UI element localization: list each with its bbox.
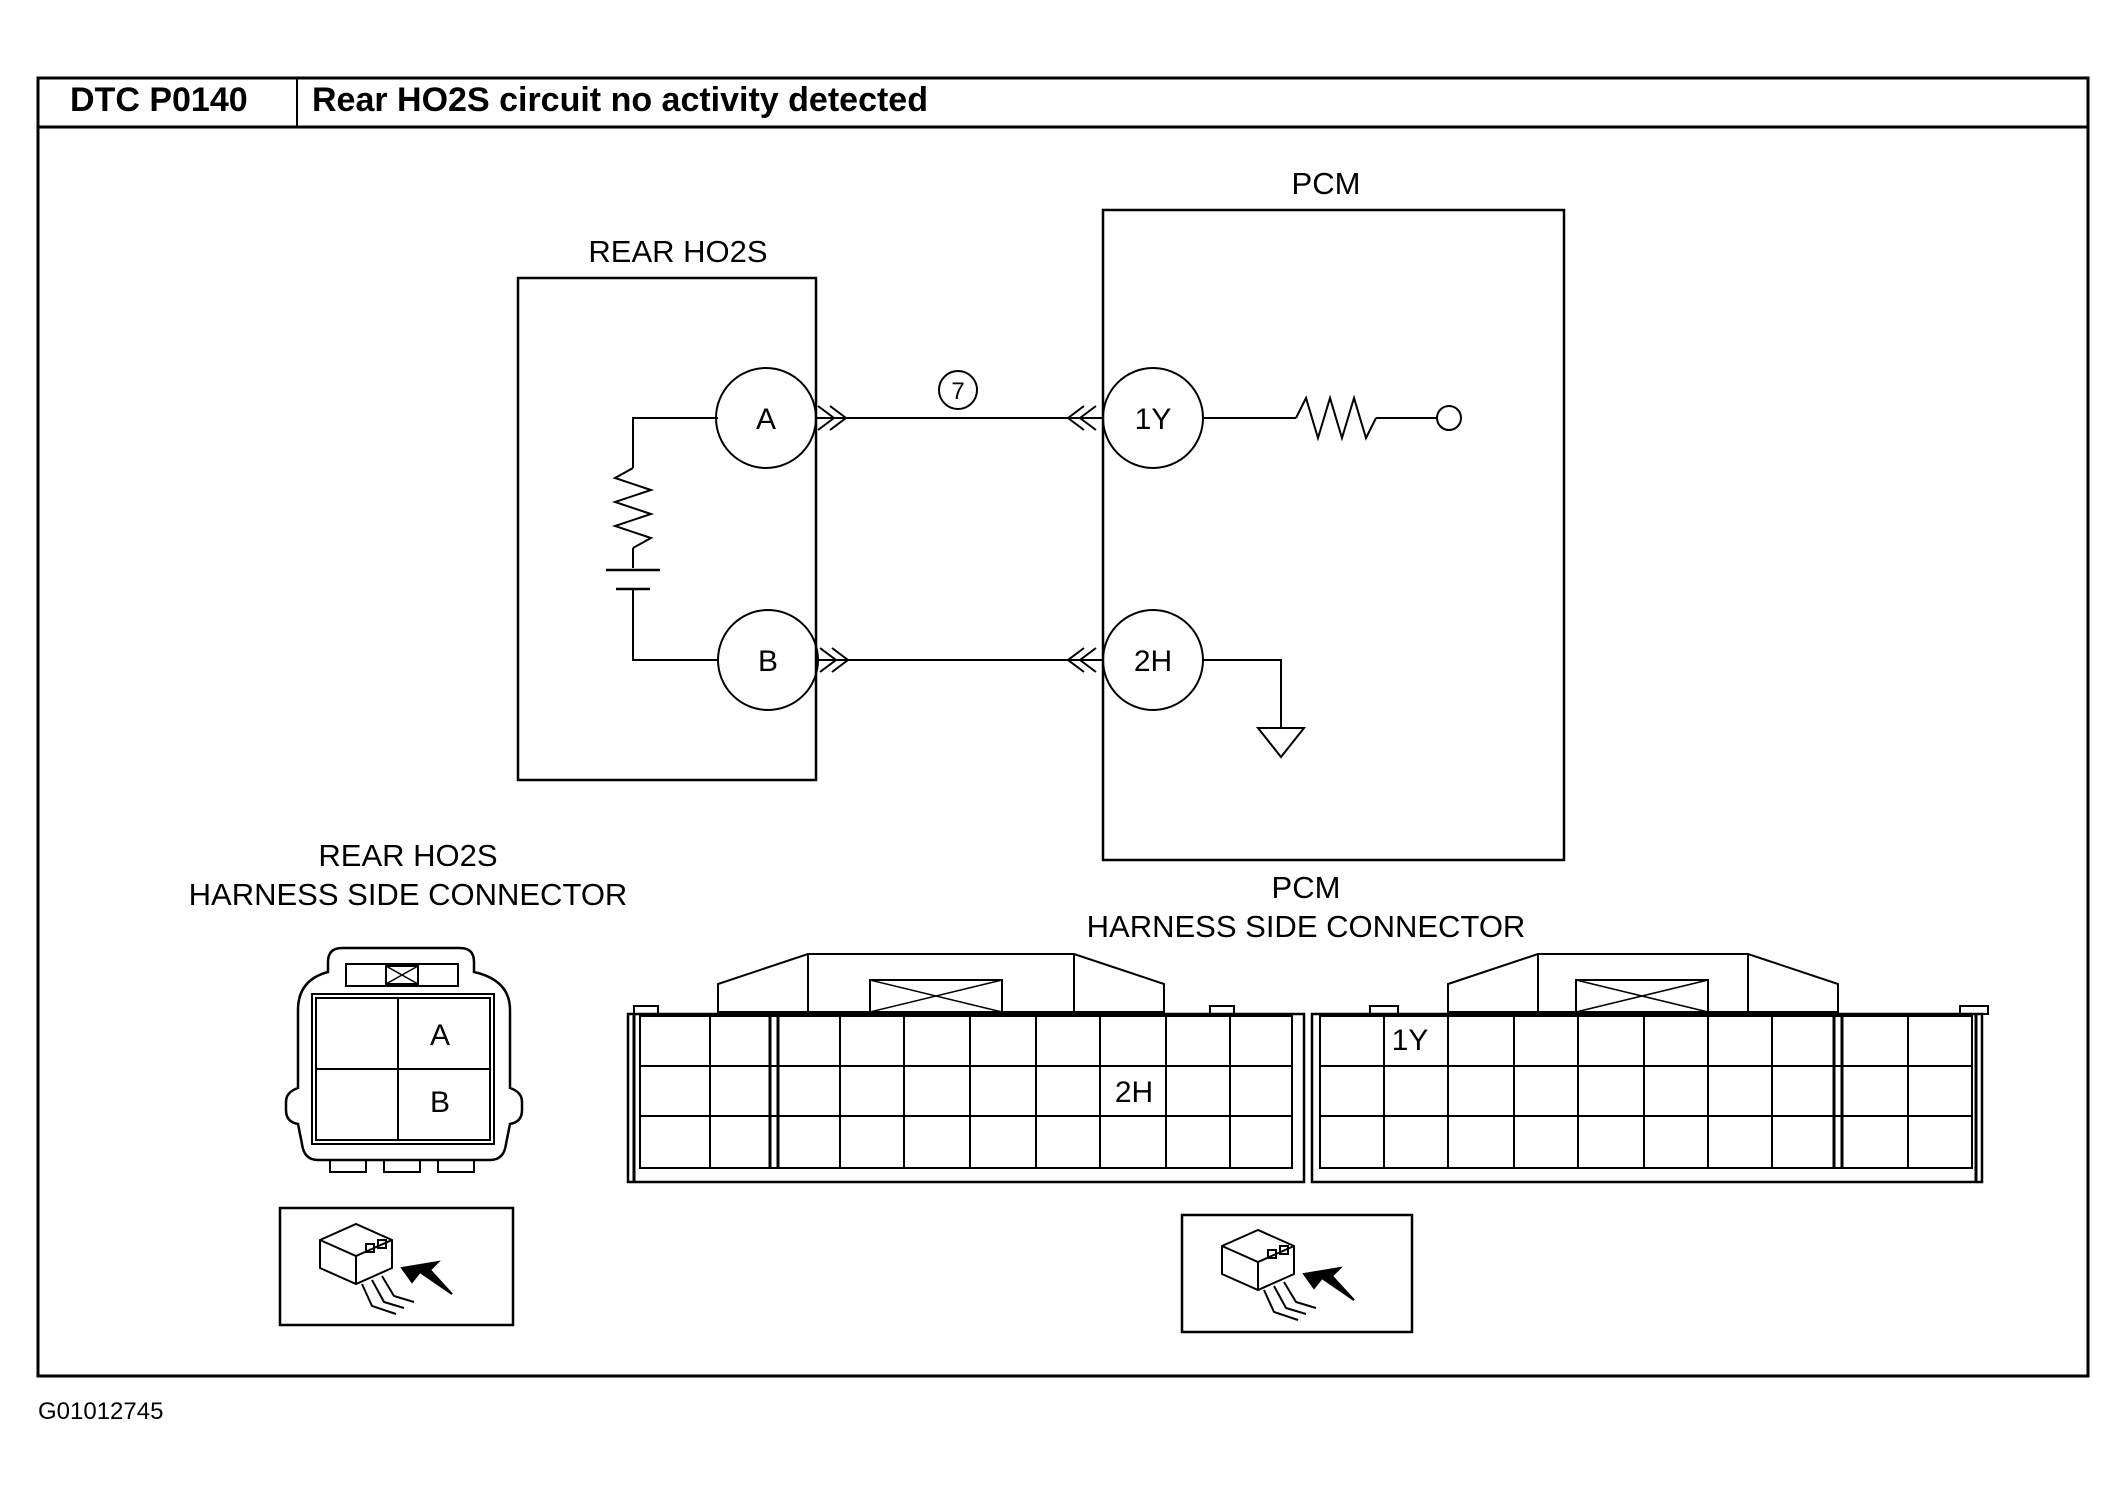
- ground-icon: [1255, 727, 1307, 759]
- wire-b-2h: [818, 647, 1104, 673]
- diagram-frame: [36, 76, 2090, 1378]
- pcm-connector-title-2: HARNESS SIDE CONNECTOR: [1087, 909, 1526, 944]
- pcm-pin-2h-label: 2H: [1134, 645, 1172, 678]
- sensor-connector-title-1: REAR HO2S: [318, 838, 497, 873]
- pcm-connector-pin-2h: 2H: [1115, 1076, 1153, 1109]
- pcm-label: PCM: [1292, 166, 1361, 201]
- pcm-view-icon-box: [1180, 1213, 1414, 1334]
- pcm-pin-1y-label: 1Y: [1135, 403, 1172, 436]
- sensor-connector-title-2: HARNESS SIDE CONNECTOR: [189, 877, 628, 912]
- pin-grid-right: [1319, 1015, 1973, 1169]
- pin-grid: [639, 1015, 1293, 1169]
- figure-id: G01012745: [38, 1398, 163, 1425]
- pcm-connector-left-block: [626, 953, 1306, 1184]
- wire-number: 7: [951, 378, 964, 405]
- resistor-icon: [611, 467, 655, 549]
- pcm-connector-title-1: PCM: [1272, 870, 1341, 905]
- pcm-connector-right-block: [1310, 953, 1989, 1184]
- sensor-connector-pin-b: B: [430, 1086, 450, 1119]
- terminal-icon: [1436, 405, 1462, 431]
- sensor-pin-b-label: B: [758, 645, 778, 678]
- sensor-internal-circuit: [606, 417, 718, 661]
- pcm-connector-view-direction-icon: [1221, 1228, 1355, 1321]
- pcm-resistor-icon: [1295, 394, 1377, 442]
- dtc-code: DTC P0140: [70, 81, 248, 119]
- sensor-connector-face: [284, 946, 524, 1173]
- wire-number-badge: [938, 370, 978, 410]
- sensor-connector-pin-a: A: [430, 1019, 450, 1052]
- wire-a-1y: [816, 405, 1104, 431]
- connector-view-direction-icon: [319, 1222, 453, 1315]
- pcm-connector-pin-1y: 1Y: [1392, 1024, 1429, 1057]
- sensor-pin-a-label: A: [756, 403, 776, 436]
- pcm-internal-circuit: [1203, 394, 1462, 759]
- sensor-label: REAR HO2S: [588, 234, 767, 269]
- sensor-view-icon-box: [278, 1206, 515, 1327]
- pcm-box: [1101, 208, 1566, 862]
- dtc-title: Rear HO2S circuit no activity detected: [312, 81, 928, 119]
- sensor-box: [516, 276, 818, 782]
